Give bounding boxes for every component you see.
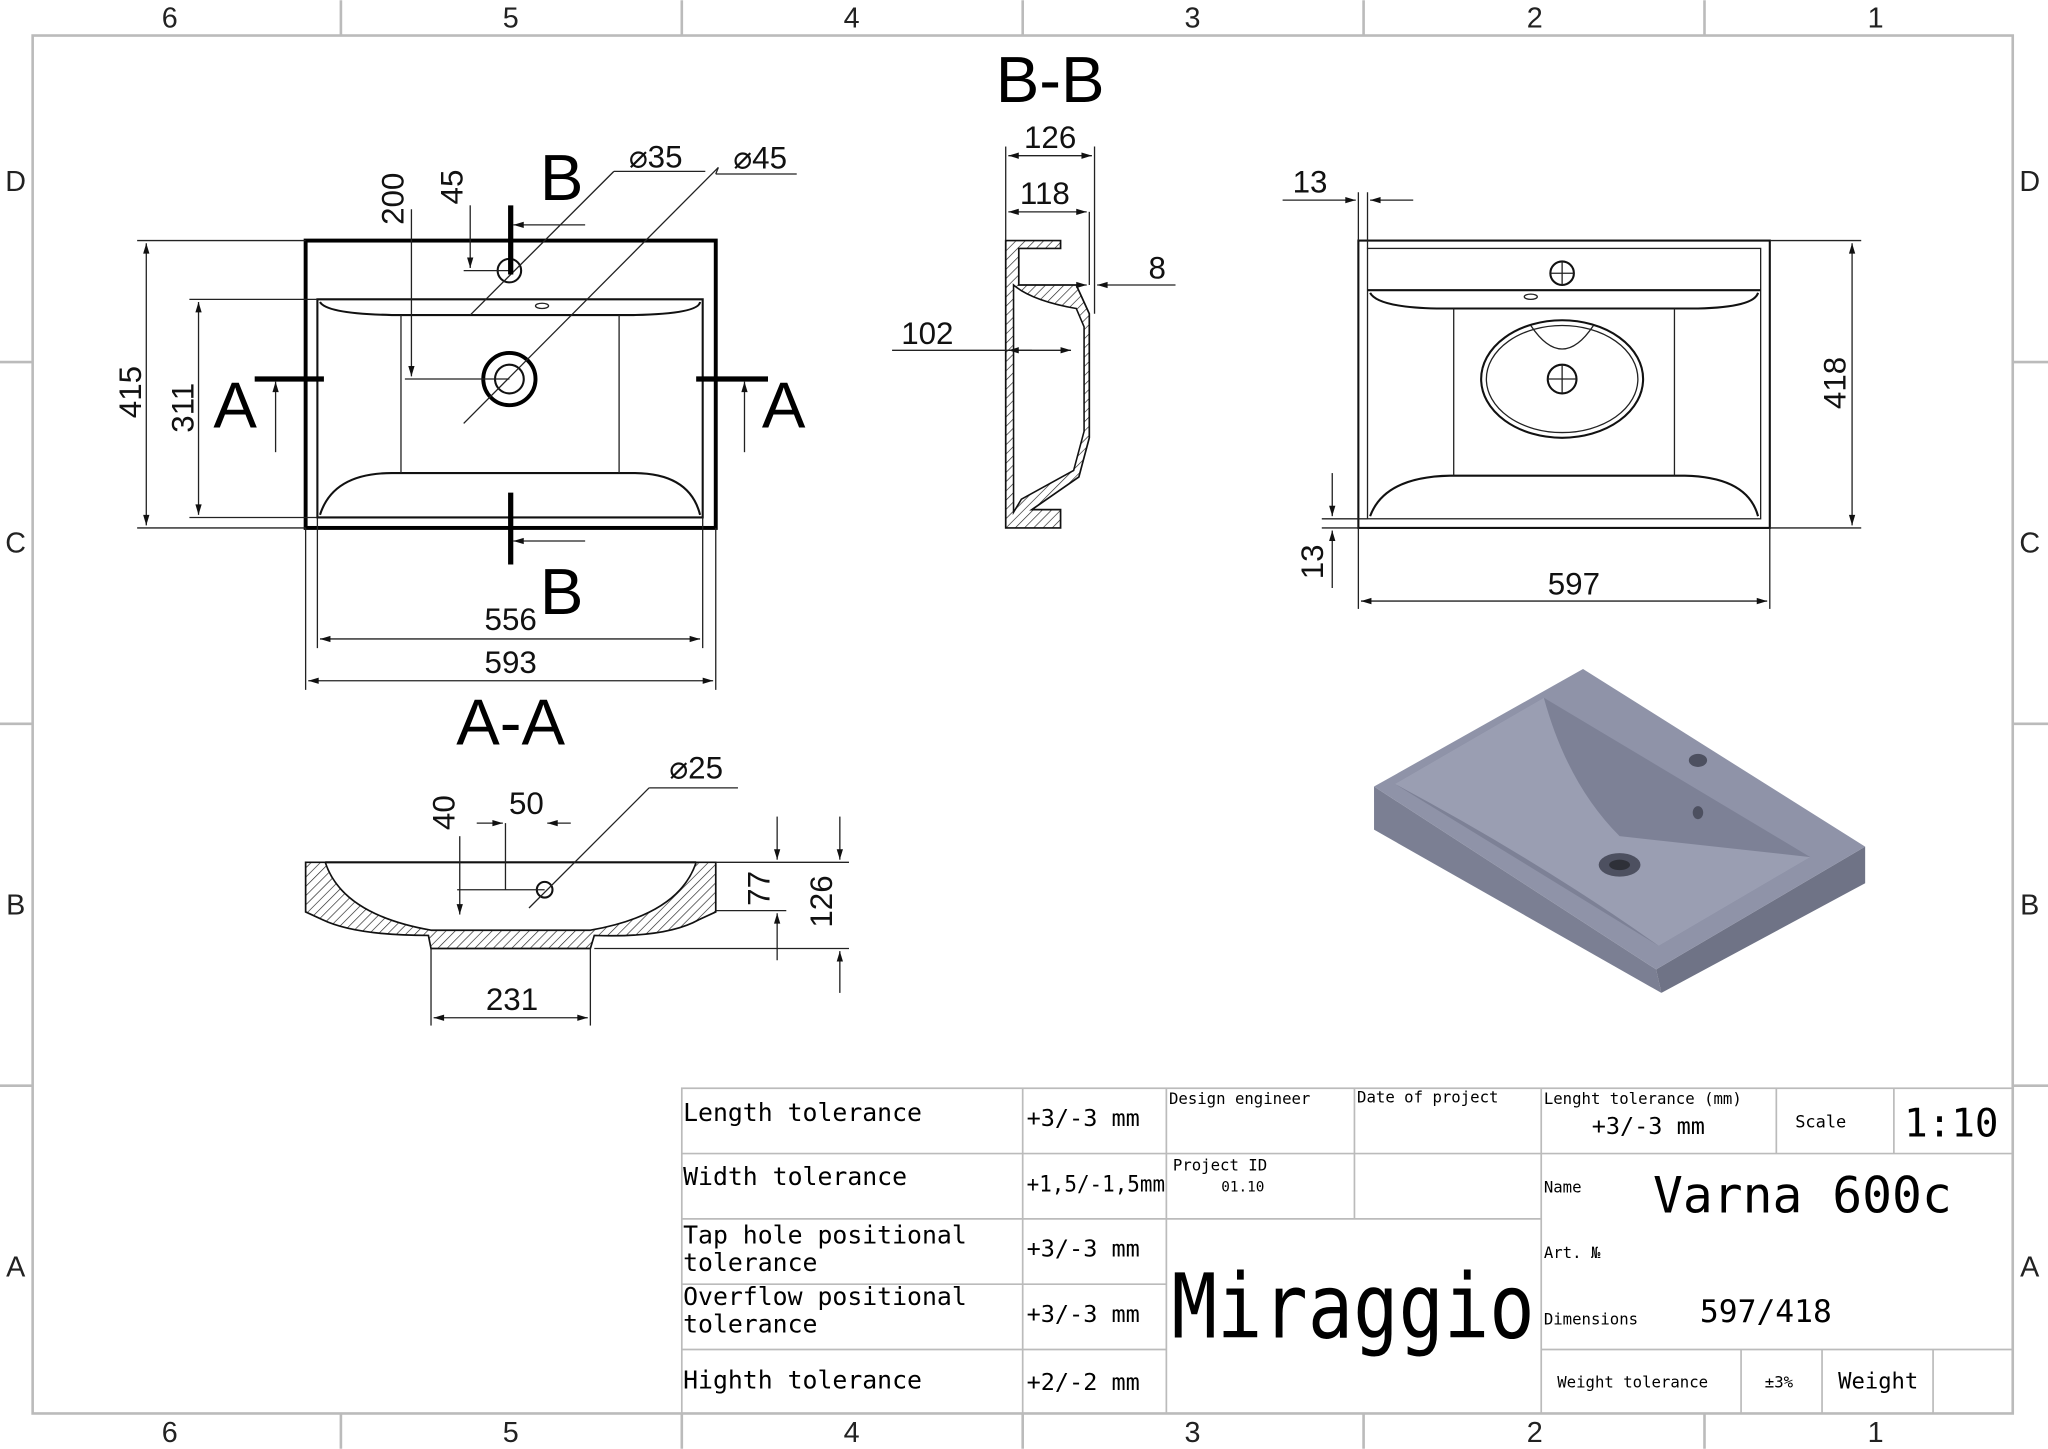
- tolerance-value: +3/-3 mm: [1027, 1235, 1140, 1263]
- tolerance-value: +3/-3 mm: [1027, 1104, 1140, 1132]
- article-label: Art. №: [1544, 1243, 1601, 1262]
- project-id-label: Project ID: [1173, 1156, 1267, 1175]
- dim-bowl-depth: 77: [741, 871, 776, 906]
- weight-tolerance-value: ±3%: [1765, 1372, 1794, 1391]
- dim-basin-depth: 311: [165, 383, 200, 433]
- design-engineer-label: Design engineer: [1169, 1089, 1310, 1108]
- grid-col-label: 5: [503, 3, 519, 35]
- grid-row-label: A: [2020, 1251, 2040, 1283]
- grid-row-label: D: [5, 166, 26, 198]
- length-tolerance-label: Lenght tolerance (mm): [1544, 1089, 1742, 1108]
- scale-value: 1:10: [1904, 1102, 1998, 1147]
- section-marker-a: A: [762, 368, 806, 441]
- length-tolerance-value: +3/-3 mm: [1592, 1112, 1705, 1140]
- dim-bb-inner-height: 118: [1020, 176, 1070, 211]
- section-marker-b: B: [540, 141, 584, 214]
- dim-drain-dia: ⌀45: [733, 141, 787, 176]
- section-bb-title: B-B: [996, 43, 1105, 116]
- grid-col-label: 6: [162, 1417, 178, 1449]
- plan-view: 13 418 13 597: [1282, 164, 1862, 609]
- dim-drain-offset: 200: [376, 173, 411, 225]
- grid-col-label: 5: [503, 1417, 519, 1449]
- grid-col-label: 2: [1527, 1417, 1543, 1449]
- brand-logo: Miraggio: [1172, 1256, 1535, 1359]
- basin-3d-render: [1374, 668, 1866, 993]
- dim-tap-hole-dia: ⌀35: [629, 139, 683, 174]
- dim-tap-offset: 45: [434, 170, 469, 205]
- grid-col-label: 6: [162, 3, 178, 35]
- tolerance-value: +2/-2 mm: [1027, 1368, 1140, 1396]
- dim-bb-depth: 102: [901, 316, 953, 351]
- dim-basin-width: 556: [485, 602, 537, 637]
- dim-overflow-offset: 50: [509, 786, 544, 821]
- dim-bb-total-height: 126: [1024, 120, 1076, 155]
- grid-col-label: 1: [1868, 3, 1884, 35]
- dimensions-label: Dimensions: [1544, 1310, 1638, 1329]
- grid-col-label: 3: [1184, 1417, 1200, 1449]
- tolerance-label: Highth tolerance: [683, 1366, 922, 1395]
- grid-row-label: A: [6, 1251, 26, 1283]
- dim-bb-wall: 8: [1149, 250, 1166, 285]
- dim-overall-width: 593: [485, 645, 537, 680]
- grid-row-label: C: [5, 528, 26, 560]
- project-id-value: 01.10: [1221, 1179, 1264, 1195]
- dim-bottom-width: 231: [486, 982, 538, 1017]
- weight-label: Weight: [1838, 1369, 1918, 1395]
- tolerance-label: tolerance: [683, 1248, 817, 1277]
- grid-row-label: D: [2019, 166, 2040, 198]
- date-label: Date of project: [1357, 1088, 1498, 1107]
- tolerance-value: +3/-3 mm: [1027, 1300, 1140, 1328]
- tolerance-label: Length tolerance: [683, 1098, 922, 1127]
- tolerance-label: Width tolerance: [683, 1162, 907, 1191]
- grid-col-label: 1: [1868, 1417, 1884, 1449]
- grid-row-label: C: [2019, 528, 2040, 560]
- product-name: Varna 600c: [1653, 1166, 1952, 1224]
- grid-labels: 6 5 4 3 2 1 6 5 4 3 2 1 D C B A D C B A: [5, 3, 2040, 1449]
- dim-plan-width: 597: [1548, 567, 1600, 602]
- tolerance-label: Overflow positional: [683, 1282, 967, 1311]
- grid-col-label: 4: [844, 3, 860, 35]
- section-bb: 126 118 8 102: [892, 120, 1176, 529]
- dim-plan-bottom-margin: 13: [1295, 544, 1330, 579]
- tolerance-label: tolerance: [683, 1310, 817, 1339]
- top-view: 415 311 200 45 ⌀35 ⌀45 556 593 A A B B: [113, 139, 806, 690]
- tolerance-label: Tap hole positional: [683, 1221, 967, 1250]
- dim-plan-depth: 418: [1818, 357, 1853, 409]
- section-aa-title: A-A: [456, 686, 565, 759]
- dim-overflow-dia: ⌀25: [669, 751, 723, 786]
- grid-col-label: 3: [1184, 3, 1200, 35]
- tolerance-value: +1,5/-1,5mm: [1027, 1171, 1165, 1197]
- section-marker-b: B: [540, 555, 584, 628]
- dim-total-height: 126: [804, 875, 839, 927]
- grid-row-label: B: [6, 890, 25, 922]
- dimensions-value: 597/418: [1700, 1294, 1832, 1330]
- dim-overall-depth: 415: [113, 366, 148, 418]
- dim-plan-top-margin: 13: [1293, 164, 1328, 199]
- grid-col-label: 4: [844, 1417, 860, 1449]
- grid-row-label: B: [2020, 890, 2039, 922]
- name-label: Name: [1544, 1178, 1582, 1197]
- section-marker-a: A: [213, 368, 257, 441]
- dim-overflow-height: 40: [427, 795, 462, 830]
- title-block: Length tolerance +3/-3 mm Width toleranc…: [680, 1087, 2014, 1415]
- section-aa: 231 77 126 40 50 ⌀25: [304, 751, 849, 1026]
- weight-tolerance-label: Weight tolerance: [1557, 1372, 1708, 1391]
- grid-col-label: 2: [1527, 3, 1543, 35]
- scale-label: Scale: [1795, 1112, 1846, 1132]
